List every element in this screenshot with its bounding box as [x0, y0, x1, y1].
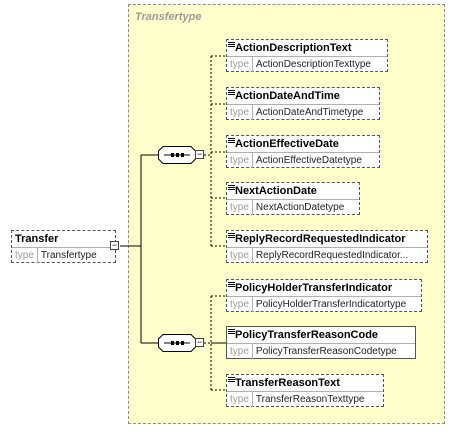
sequence-icon[interactable]: [158, 146, 196, 164]
type-name: PolicyHolderTransferIndicatortype: [255, 299, 407, 310]
type-keyword: type: [227, 248, 253, 263]
element-next-action-date[interactable]: NextActionDate type NextActionDatetype: [226, 182, 360, 215]
element-action-date-and-time[interactable]: ActionDateAndTime type ActionDateAndTime…: [226, 87, 380, 120]
element-policy-transfer-reason-code[interactable]: PolicyTransferReasonCode type PolicyTran…: [226, 326, 416, 359]
element-type-row: type NextActionDatetype: [227, 199, 359, 215]
element-action-description-text[interactable]: ActionDescriptionText type ActionDescrip…: [226, 39, 388, 72]
element-name: TransferReasonText: [235, 377, 340, 389]
documentation-icon: [228, 377, 235, 382]
type-name: PolicyTransferReasonCodetype: [255, 346, 397, 357]
element-type-row: type PolicyHolderTransferIndicatortype: [227, 296, 421, 312]
type-name: ActionDescriptionTexttype: [255, 59, 371, 70]
element-type-row: type ActionDateAndTimetype: [227, 104, 379, 120]
documentation-icon: [228, 282, 235, 287]
type-keyword: type: [227, 344, 253, 359]
documentation-icon: [228, 90, 235, 95]
type-name: ReplyRecordRequestedIndicator...: [255, 250, 409, 261]
element-name: ReplyRecordRequestedIndicator: [235, 233, 406, 245]
documentation-icon: [228, 233, 235, 238]
collapse-toggle-sequence-2[interactable]: −: [195, 337, 204, 347]
collapse-toggle-root[interactable]: −: [110, 240, 119, 250]
type-keyword: type: [227, 153, 253, 168]
complex-type-title: Transfertype: [135, 11, 202, 23]
type-keyword: type: [227, 200, 253, 215]
type-keyword: type: [227, 57, 253, 72]
element-name: PolicyTransferReasonCode: [235, 329, 379, 341]
element-name: ActionEffectiveDate: [235, 138, 339, 150]
documentation-icon: [228, 185, 235, 190]
type-keyword: type: [12, 248, 38, 263]
element-name: NextActionDate: [235, 185, 317, 197]
collapse-toggle-sequence-1[interactable]: −: [195, 149, 204, 159]
documentation-icon: [228, 329, 235, 334]
type-name: ActionEffectiveDatetype: [255, 155, 362, 166]
element-name: ActionDescriptionText: [235, 42, 352, 54]
element-type-row: type ReplyRecordRequestedIndicator...: [227, 247, 427, 263]
element-name: ActionDateAndTime: [235, 90, 340, 102]
type-name: Transfertype: [40, 250, 97, 261]
documentation-icon: [228, 42, 235, 47]
documentation-icon: [228, 138, 235, 143]
type-keyword: type: [227, 297, 253, 312]
root-element-name: Transfer: [15, 233, 59, 245]
root-type-row: type Transfertype: [12, 247, 115, 263]
type-name: TransferReasonTexttype: [255, 394, 365, 405]
element-type-row: type TransferReasonTexttype: [227, 391, 383, 407]
element-type-row: type ActionEffectiveDatetype: [227, 152, 379, 168]
element-action-effective-date[interactable]: ActionEffectiveDate type ActionEffective…: [226, 135, 380, 168]
element-policy-holder-transfer-indicator[interactable]: PolicyHolderTransferIndicator type Polic…: [226, 279, 422, 312]
element-type-row: type PolicyTransferReasonCodetype: [227, 343, 415, 359]
type-keyword: type: [227, 392, 253, 407]
element-reply-record-requested-indicator[interactable]: ReplyRecordRequestedIndicator type Reply…: [226, 230, 428, 263]
type-name: ActionDateAndTimetype: [255, 107, 364, 118]
type-name: NextActionDatetype: [255, 202, 345, 213]
element-name: PolicyHolderTransferIndicator: [235, 282, 393, 294]
sequence-icon[interactable]: [158, 334, 196, 352]
element-type-row: type ActionDescriptionTexttype: [227, 56, 387, 72]
root-element-transfer[interactable]: Transfer type Transfertype: [11, 230, 116, 263]
element-transfer-reason-text[interactable]: TransferReasonText type TransferReasonTe…: [226, 374, 384, 407]
type-keyword: type: [227, 105, 253, 120]
